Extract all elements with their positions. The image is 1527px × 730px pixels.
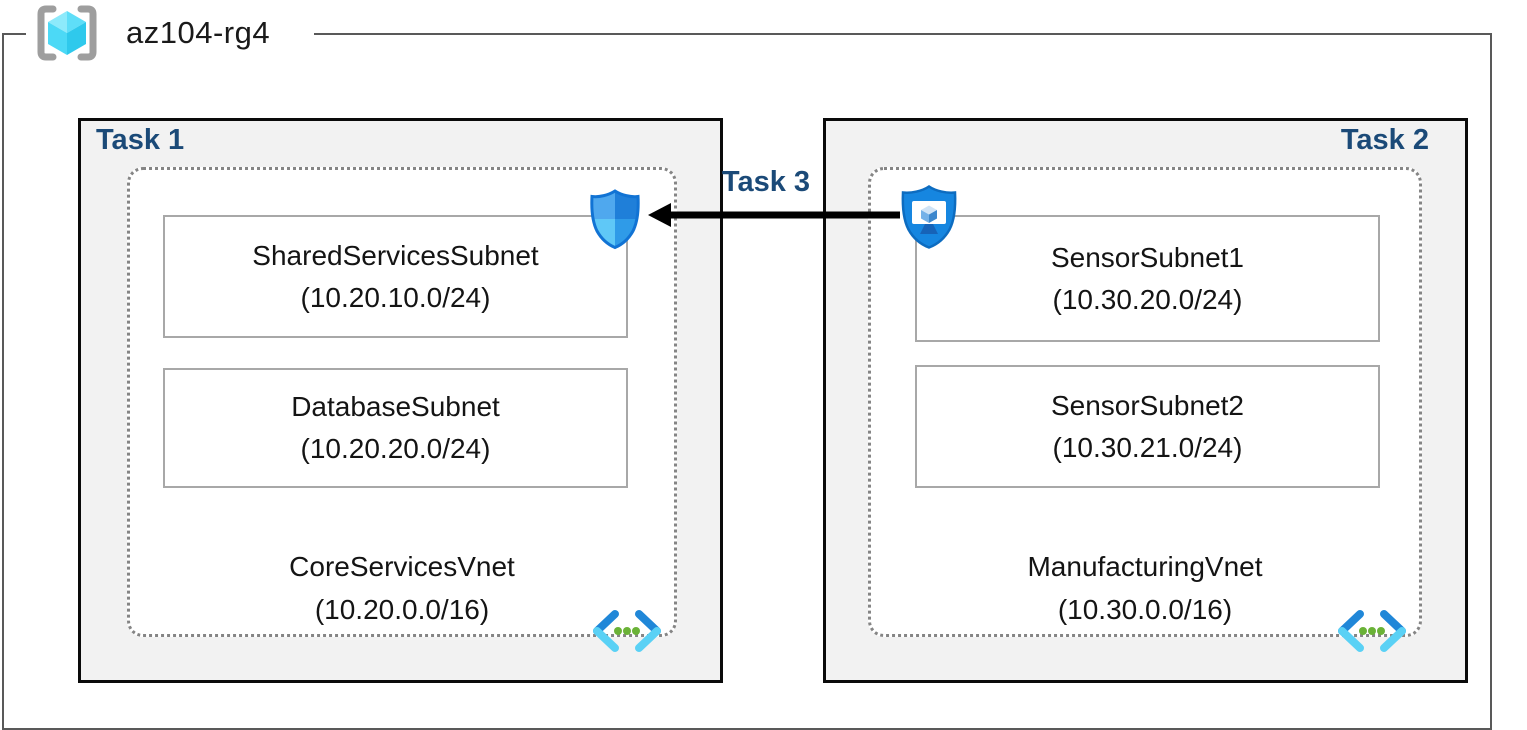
vnet-cidr: (10.30.0.0/16) — [1057, 594, 1233, 625]
task3-arrow-left-icon — [648, 203, 900, 227]
subnet-name: SensorSubnet2 — [1050, 389, 1245, 421]
bastion-shield-icon — [901, 184, 957, 249]
subnet-cidr: (10.20.20.0/24) — [300, 433, 491, 464]
vnet-name: CoreServicesVnet — [289, 551, 515, 582]
subnet-name: DatabaseSubnet — [291, 391, 500, 422]
task3-label: Task 3 — [721, 166, 811, 198]
network-security-shield-icon — [590, 189, 640, 250]
subnet-name: SensorSubnet1 — [1050, 241, 1245, 273]
sensor-subnet2-box: SensorSubnet2 (10.30.21.0/24) — [915, 365, 1380, 488]
database-subnet-box: DatabaseSubnet (10.20.20.0/24) — [163, 368, 628, 488]
subnet-cidr: (10.20.10.0/24) — [300, 281, 491, 313]
resource-group-icon — [37, 5, 97, 61]
resource-group-legend: az104-rg4 — [26, 2, 315, 64]
vnet-name: ManufacturingVnet — [1027, 551, 1263, 582]
core-services-vnet-caption: CoreServicesVnet (10.20.0.0/16) — [127, 545, 677, 631]
virtual-network-icon — [1338, 610, 1406, 652]
manufacturing-vnet-caption: ManufacturingVnet (10.30.0.0/16) — [868, 545, 1422, 631]
shared-services-subnet-box: SharedServicesSubnet (10.20.10.0/24) — [163, 215, 628, 338]
sensor-subnet1-box: SensorSubnet1 (10.30.20.0/24) — [915, 215, 1380, 342]
task2-label: Task 2 — [1340, 124, 1429, 156]
subnet-name: SharedServicesSubnet — [252, 239, 539, 271]
virtual-network-icon — [593, 610, 661, 652]
vnet-cidr: (10.20.0.0/16) — [314, 594, 490, 625]
subnet-cidr: (10.30.21.0/24) — [1052, 431, 1243, 463]
task1-label: Task 1 — [96, 124, 185, 156]
resource-group-name: az104-rg4 — [126, 15, 271, 50]
subnet-cidr: (10.30.20.0/24) — [1052, 283, 1243, 315]
